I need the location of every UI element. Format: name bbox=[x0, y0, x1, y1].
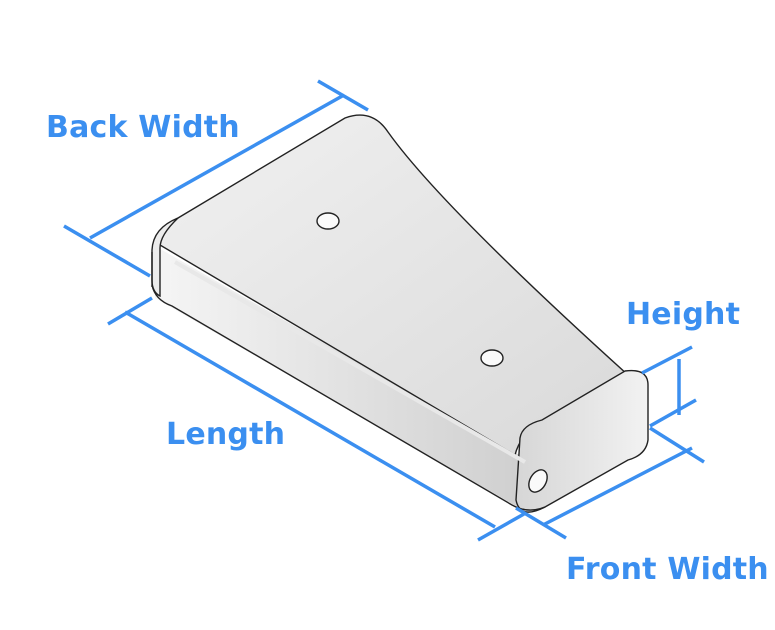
back-width-extension bbox=[63, 224, 151, 278]
back-width-extension bbox=[317, 79, 369, 112]
length-extension bbox=[107, 296, 153, 326]
height-label: Height bbox=[626, 297, 741, 332]
length-dimension bbox=[124, 310, 496, 529]
tapered-block bbox=[151, 114, 649, 513]
back-width-dimension bbox=[89, 93, 345, 240]
tangent-edge bbox=[174, 260, 526, 464]
front-face bbox=[515, 369, 649, 513]
front-width-dimension bbox=[542, 446, 693, 527]
length-extension bbox=[477, 512, 525, 542]
hole-icon bbox=[480, 349, 504, 367]
front-width-extension bbox=[515, 506, 567, 540]
dimension-lines bbox=[63, 79, 705, 542]
front-width-label: Front Width bbox=[566, 552, 769, 587]
height-extension bbox=[641, 345, 693, 375]
height-extension bbox=[649, 398, 697, 428]
hole-icon bbox=[528, 469, 548, 493]
hole-icon bbox=[316, 212, 340, 230]
length-label: Length bbox=[166, 417, 286, 452]
bottom-edge bbox=[151, 284, 546, 511]
front-width-extension bbox=[649, 426, 705, 464]
back-width-label: Back Width bbox=[46, 110, 240, 145]
side-face bbox=[155, 246, 528, 513]
